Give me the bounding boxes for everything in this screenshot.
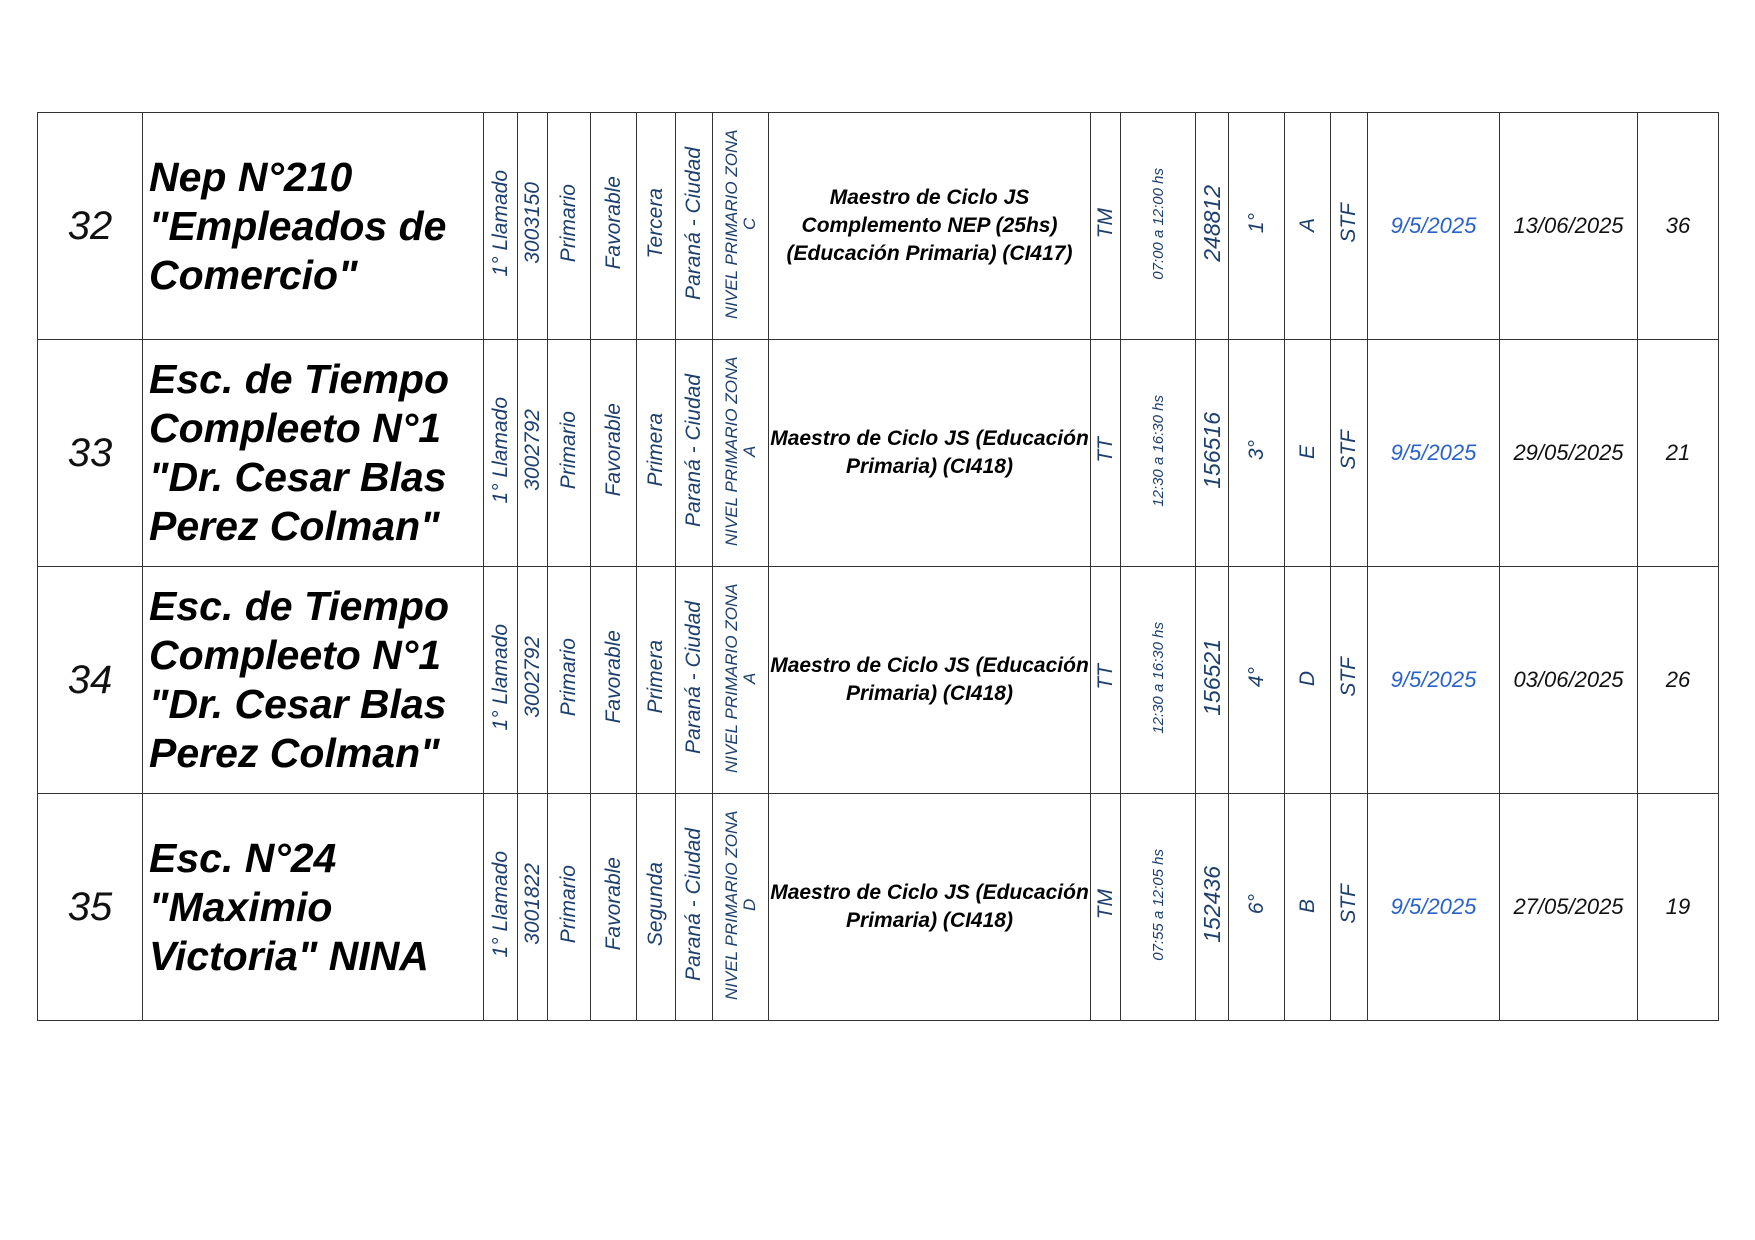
school-code: 3002792 <box>517 566 548 794</box>
zone: NIVEL PRIMARIO ZONA A <box>712 566 769 794</box>
end-date: 29/05/2025 <box>1499 339 1638 567</box>
situation: STF <box>1330 793 1368 1021</box>
llamado: 1° Llamado <box>483 339 518 567</box>
grade: 3° <box>1228 339 1285 567</box>
grade: 1° <box>1228 112 1285 340</box>
zone: NIVEL PRIMARIO ZONA A <box>712 339 769 567</box>
zone-type: Favorable <box>590 339 637 567</box>
school-code: 3002792 <box>517 339 548 567</box>
grade: 6° <box>1228 793 1285 1021</box>
publish-date: 9/5/2025 <box>1367 112 1500 340</box>
school-name: Nep N°210 "Empleados de Comercio" <box>142 112 484 340</box>
table-row: 34 Esc. de Tiempo Compleeto N°1 "Dr. Ces… <box>37 566 1719 794</box>
position-id: 156516 <box>1195 339 1229 567</box>
table-row: 33 Esc. de Tiempo Compleeto N°1 "Dr. Ces… <box>37 339 1719 567</box>
shift: TT <box>1090 339 1121 567</box>
section: A <box>1284 112 1331 340</box>
position: Maestro de Ciclo JS (Educación Primaria)… <box>768 793 1091 1021</box>
end-date: 27/05/2025 <box>1499 793 1638 1021</box>
level: Primario <box>547 793 591 1021</box>
position-id: 248812 <box>1195 112 1229 340</box>
schedule: 07:00 a 12:00 hs <box>1120 112 1196 340</box>
publish-date: 9/5/2025 <box>1367 566 1500 794</box>
llamado: 1° Llamado <box>483 566 518 794</box>
grade: 4° <box>1228 566 1285 794</box>
situation: STF <box>1330 339 1368 567</box>
zone-type: Favorable <box>590 793 637 1021</box>
row-number: 33 <box>37 339 143 567</box>
vacancies-table: 32 Nep N°210 "Empleados de Comercio" 1° … <box>37 112 1719 1021</box>
section: E <box>1284 339 1331 567</box>
schedule: 12:30 a 16:30 hs <box>1120 566 1196 794</box>
position: Maestro de Ciclo JS Complemento NEP (25h… <box>768 112 1091 340</box>
publish-date: 9/5/2025 <box>1367 793 1500 1021</box>
situation: STF <box>1330 112 1368 340</box>
school-name: Esc. de Tiempo Compleeto N°1 "Dr. Cesar … <box>142 339 484 567</box>
llamado: 1° Llamado <box>483 112 518 340</box>
publish-date: 9/5/2025 <box>1367 339 1500 567</box>
row-number: 35 <box>37 793 143 1021</box>
position-id: 152436 <box>1195 793 1229 1021</box>
category: Primera <box>636 566 676 794</box>
zone-type: Favorable <box>590 112 637 340</box>
table-row: 32 Nep N°210 "Empleados de Comercio" 1° … <box>37 112 1719 340</box>
count: 21 <box>1637 339 1719 567</box>
shift: TM <box>1090 112 1121 340</box>
city: Paraná - Ciudad <box>675 566 713 794</box>
zone: NIVEL PRIMARIO ZONA C <box>712 112 769 340</box>
schedule: 07:55 a 12:05 hs <box>1120 793 1196 1021</box>
end-date: 03/06/2025 <box>1499 566 1638 794</box>
city: Paraná - Ciudad <box>675 793 713 1021</box>
situation: STF <box>1330 566 1368 794</box>
count: 19 <box>1637 793 1719 1021</box>
section: D <box>1284 566 1331 794</box>
llamado: 1° Llamado <box>483 793 518 1021</box>
category: Primera <box>636 339 676 567</box>
table-row: 35 Esc. N°24 "Maximio Victoria" NINA 1° … <box>37 793 1719 1021</box>
end-date: 13/06/2025 <box>1499 112 1638 340</box>
level: Primario <box>547 339 591 567</box>
position: Maestro de Ciclo JS (Educación Primaria)… <box>768 566 1091 794</box>
row-number: 34 <box>37 566 143 794</box>
position-id: 156521 <box>1195 566 1229 794</box>
zone-type: Favorable <box>590 566 637 794</box>
count: 26 <box>1637 566 1719 794</box>
schedule: 12:30 a 16:30 hs <box>1120 339 1196 567</box>
section: B <box>1284 793 1331 1021</box>
shift: TM <box>1090 793 1121 1021</box>
school-code: 3003150 <box>517 112 548 340</box>
shift: TT <box>1090 566 1121 794</box>
position: Maestro de Ciclo JS (Educación Primaria)… <box>768 339 1091 567</box>
level: Primario <box>547 112 591 340</box>
row-number: 32 <box>37 112 143 340</box>
category: Segunda <box>636 793 676 1021</box>
city: Paraná - Ciudad <box>675 339 713 567</box>
school-code: 3001822 <box>517 793 548 1021</box>
count: 36 <box>1637 112 1719 340</box>
city: Paraná - Ciudad <box>675 112 713 340</box>
level: Primario <box>547 566 591 794</box>
school-name: Esc. N°24 "Maximio Victoria" NINA <box>142 793 484 1021</box>
category: Tercera <box>636 112 676 340</box>
zone: NIVEL PRIMARIO ZONA D <box>712 793 769 1021</box>
school-name: Esc. de Tiempo Compleeto N°1 "Dr. Cesar … <box>142 566 484 794</box>
